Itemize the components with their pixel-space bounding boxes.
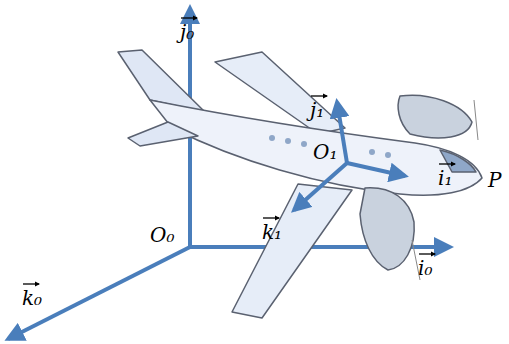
lower-engine	[360, 188, 414, 270]
vector-arrows	[23, 18, 455, 284]
point-label: O₀	[150, 225, 174, 245]
axis-label: i₁	[438, 168, 452, 188]
axis-j1	[337, 102, 347, 163]
axis-label: k₀	[22, 288, 42, 308]
stabilizer	[128, 122, 198, 146]
axis-label: i₀	[418, 258, 432, 278]
axis-k0	[8, 247, 190, 339]
airplane	[118, 50, 482, 318]
propellers	[412, 100, 478, 280]
axis-label: j₀	[180, 22, 194, 42]
axis-label: k₁	[262, 222, 282, 242]
point-label: O₁	[313, 142, 337, 162]
upper-engine	[398, 95, 472, 138]
lower-wing	[232, 184, 352, 318]
axis-i1	[347, 163, 405, 176]
fuselage	[150, 100, 482, 195]
axis-label: j₁	[310, 100, 324, 120]
axis-k1	[294, 163, 347, 210]
point-label: P	[488, 170, 501, 190]
